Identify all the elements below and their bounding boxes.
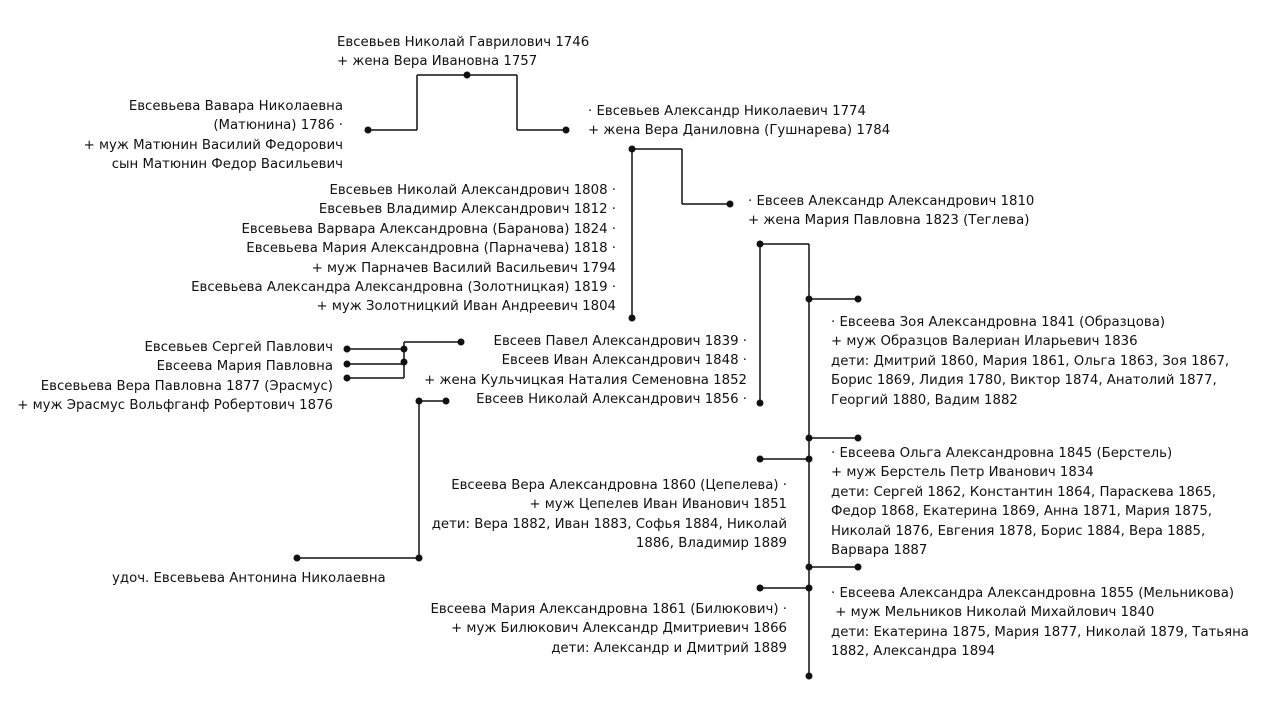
text-line: Евсеев Павел Александрович 1839 · xyxy=(493,334,747,349)
text-line: · Евсеева Зоя Александровна 1841 (Образц… xyxy=(831,315,1166,330)
text-line: Евсевьева Александра Александровна (Золо… xyxy=(191,280,616,296)
text-line: Евсевьев Сергей Павлович xyxy=(144,340,333,355)
text-line: · Евсеева Ольга Александровна 1845 (Берс… xyxy=(831,446,1173,461)
text-line: Николай 1876, Евгения 1878, Борис 1884, … xyxy=(831,523,1206,539)
text-line: + муж Парначев Василий Васильевич 1794 xyxy=(311,260,616,276)
text-line: сын Матюнин Федор Васильевич xyxy=(111,157,343,173)
text-line: Евсевьев Николай Гаврилович 1746 xyxy=(337,35,590,50)
text-line: Евсевьев Владимир Александрович 1812 · xyxy=(318,202,616,218)
text-line: + муж Цепелев Иван Иванович 1851 xyxy=(529,497,787,513)
person-nikolay-gavrilovich: Евсевьев Николай Гаврилович 1746 + жена … xyxy=(337,33,589,72)
person-zoya-obraztsova: · Евсеева Зоя Александровна 1841 (Образц… xyxy=(831,313,1229,410)
text-line: Евсевьева Мария Александровна (Парначева… xyxy=(246,241,616,257)
text-line: Борис 1869, Лидия 1780, Виктор 1874, Ана… xyxy=(831,373,1217,389)
text-line: · Евсевьев Александр Николаевич 1774 xyxy=(588,104,866,119)
text-line: + жена Мария Павловна 1823 (Теглева) xyxy=(748,213,1030,229)
text-line: + муж Берстель Петр Иванович 1834 xyxy=(831,465,1094,481)
text-line: · Евсеева Александра Александровна 1855 … xyxy=(831,586,1235,601)
text-line: Георгий 1880, Вадим 1882 xyxy=(831,392,1018,408)
text-line: Евсевьева Вера Павловна 1877 (Эрасмус) xyxy=(40,378,333,394)
text-line: удоч. Евсевьева Антонина Николаевна xyxy=(112,571,386,586)
text-line: дети: Вера 1882, Иван 1883, Софья 1884, … xyxy=(431,516,787,532)
text-line: 1882, Александра 1894 xyxy=(831,644,996,660)
text-line: Евсевьев Николай Александрович 1808 · xyxy=(329,183,616,198)
person-maria-bilyukovich: Евсеева Мария Александровна 1861 (Билюко… xyxy=(430,600,787,658)
text-line: · Евсеев Александр Александрович 1810 xyxy=(748,194,1035,209)
text-line: + муж Билюкович Александр Дмитриевич 186… xyxy=(451,621,787,637)
text-line: дети: Екатерина 1875, Мария 1877, Никола… xyxy=(831,624,1249,640)
text-line: + муж Образцов Валериан Иларьевич 1836 xyxy=(831,334,1138,350)
text-line: + муж Мельников Николай Михайлович 1840 xyxy=(831,605,1155,621)
text-line: Евсеева Вера Александровна 1860 (Цепелев… xyxy=(451,478,787,493)
text-line: + муж Золотницкий Иван Андреевич 1804 xyxy=(316,299,616,315)
text-line: дети: Александр и Дмитрий 1889 xyxy=(551,640,787,656)
person-vera-tsepeleva: Евсеева Вера Александровна 1860 (Цепелев… xyxy=(432,476,787,554)
person-olga-berstel: · Евсеева Ольга Александровна 1845 (Берс… xyxy=(831,444,1216,560)
text-line: дети: Сергей 1862, Константин 1864, Пара… xyxy=(831,484,1217,500)
children-of-pavel: Евсевьев Сергей Павлович Евсеева Мария П… xyxy=(17,338,333,416)
text-line: (Матюнина) 1786 · xyxy=(213,118,343,134)
text-line: Евсеева Мария Павловна xyxy=(156,359,333,375)
text-line: Евсеев Николай Александрович 1856 · xyxy=(476,392,747,408)
children-of-aleksandr-nikolaevich: Евсевьев Николай Александрович 1808 · Ев… xyxy=(191,181,616,317)
text-line: + муж Эрасмус Вольфганф Робертович 1876 xyxy=(17,398,333,414)
text-line: + жена Кульчицкая Наталия Семеновна 1852 xyxy=(424,372,747,388)
person-antonina: удоч. Евсевьева Антонина Николаевна xyxy=(112,569,386,588)
text-line: Варвара 1887 xyxy=(831,543,928,559)
person-varvara-matyunina: Евсевьева Вавара Николаевна (Матюнина) 1… xyxy=(84,97,343,175)
person-aleksandr-nikolaevich: · Евсевьев Александр Николаевич 1774 + ж… xyxy=(588,102,890,141)
text-line: дети: Дмитрий 1860, Мария 1861, Ольга 18… xyxy=(831,353,1230,369)
text-line: + муж Матюнин Василий Федорович xyxy=(83,137,343,153)
text-line: Евсеева Мария Александровна 1861 (Билюко… xyxy=(430,602,787,617)
text-line: + жена Вера Даниловна (Гушнарева) 1784 xyxy=(588,123,891,139)
text-line: Федор 1868, Екатерина 1869, Анна 1871, М… xyxy=(831,504,1213,520)
text-line: Евсеев Иван Александрович 1848 · xyxy=(501,353,747,369)
sons-pavel-ivan-nikolay: Евсеев Павел Александрович 1839 · Евсеев… xyxy=(424,332,747,410)
text-line: + жена Вера Ивановна 1757 xyxy=(337,54,538,70)
person-aleksandr-aleksandrovich: · Евсеев Александр Александрович 1810 + … xyxy=(748,192,1034,231)
text-line: Евсевьева Вавара Николаевна xyxy=(128,99,343,114)
person-aleksandra-melnikova: · Евсеева Александра Александровна 1855 … xyxy=(831,584,1249,662)
text-line: 1886, Владимир 1889 xyxy=(635,536,787,552)
text-line: Евсевьева Варвара Александровна (Баранов… xyxy=(241,221,616,237)
